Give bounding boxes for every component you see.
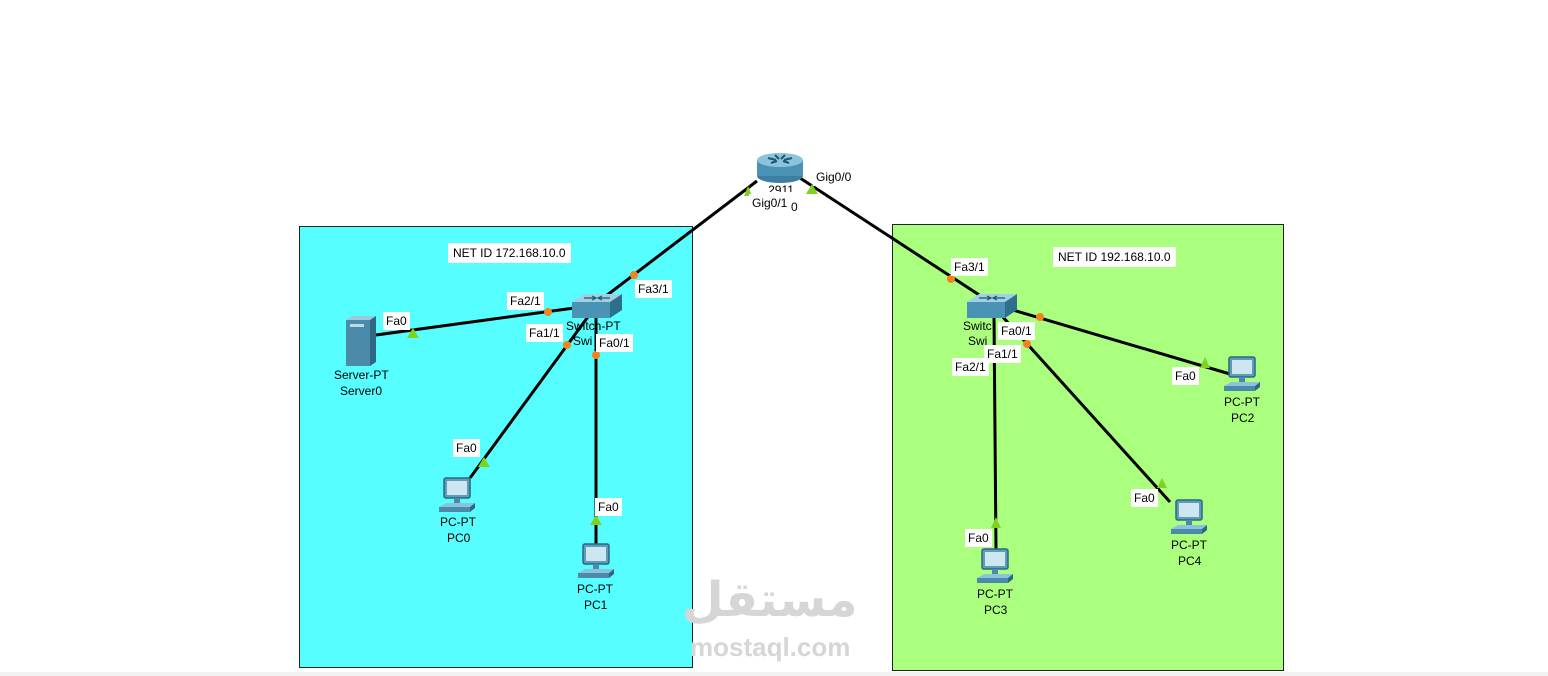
port-label-sw1-fa11: Fa1/1 [984,345,1021,363]
pc4-model-label: PC-PT [1171,538,1207,552]
server0-name-label: Server0 [340,384,383,398]
pc2-icon[interactable] [1221,356,1263,394]
link-up-marker [1157,478,1167,488]
link-down-marker [544,308,552,316]
pc0-model-label: PC-PT [440,515,476,529]
bottom-divider [0,672,1548,676]
switch1-name-label: Swi [968,334,988,348]
link-up-marker [478,457,490,467]
router-name-label: 0 [791,200,798,214]
cable-switch1-pc4 [1000,314,1172,504]
server0-model-label: Server-PT [334,368,389,382]
cable-router-switch0 [597,179,758,304]
server-icon[interactable] [344,314,378,368]
net-id-label-left: NET ID 172.168.10.0 [448,243,571,263]
port-label-sw0-fa11: Fa1/1 [526,324,563,342]
cable-switch0-pc0 [468,313,592,479]
pc0-name-label: PC0 [447,531,471,545]
port-label-pc4-fa0: Fa0 [1131,489,1158,507]
cable-switch0-server0 [375,304,590,337]
link-down-marker [630,271,638,279]
port-label-router-gig01: Gig0/1 [749,194,791,212]
port-label-pc2-fa0: Fa0 [1172,367,1199,385]
link-down-marker [563,341,571,349]
link-down-marker [592,351,600,359]
port-label-sw1-fa31: Fa3/1 [951,258,988,276]
network-area-left[interactable] [299,226,693,668]
router-model-label: 2911 [768,183,794,192]
link-up-marker [590,515,602,525]
port-label-server0-fa0: Fa0 [383,312,410,330]
port-label-sw0-fa01: Fa0/1 [596,334,633,352]
port-label-pc1-fa0: Fa0 [595,498,622,516]
pc1-name-label: PC1 [584,598,608,612]
link-up-marker [806,184,818,194]
pc3-icon[interactable] [974,548,1016,586]
network-area-right[interactable] [892,224,1284,671]
link-down-marker [1036,313,1044,321]
port-label-pc0-fa0: Fa0 [453,439,480,457]
switch1-icon[interactable] [965,292,1019,322]
link-up-marker [1200,357,1210,368]
pc0-icon[interactable] [436,477,478,515]
port-label-sw0-fa31: Fa3/1 [635,280,672,298]
pc3-name-label: PC3 [984,603,1008,617]
link-down-marker [947,275,955,283]
link-up-marker [991,517,1001,528]
link-down-marker [1023,340,1031,348]
pc2-name-label: PC2 [1231,411,1255,425]
watermark-latin: mostaql.com [690,632,851,662]
port-label-sw1-fa21: Fa2/1 [952,358,989,376]
port-label-router-gig00: Gig0/0 [813,168,855,186]
pc4-icon[interactable] [1168,499,1210,537]
link-up-marker [407,328,419,338]
cable-router-switch1 [799,176,991,304]
pc4-name-label: PC4 [1178,554,1202,568]
link-up-marker [744,186,752,196]
switch1-model-label: Switc [963,319,992,333]
switch0-name-label: Swi [573,334,593,348]
router-icon[interactable] [755,150,805,184]
port-label-pc3-fa0: Fa0 [965,529,992,547]
watermark-arabic: مستقل [682,574,858,627]
pc1-model-label: PC-PT [577,582,613,596]
switch0-icon[interactable] [570,292,624,322]
net-id-label-right: NET ID 192.168.10.0 [1053,247,1176,267]
port-label-sw1-fa01: Fa0/1 [998,322,1035,340]
switch0-model-label: Switch-PT [566,319,621,333]
pc2-model-label: PC-PT [1224,395,1260,409]
port-label-sw0-fa21: Fa2/1 [507,292,544,310]
pc3-model-label: PC-PT [977,587,1013,601]
pc1-icon[interactable] [575,543,617,581]
